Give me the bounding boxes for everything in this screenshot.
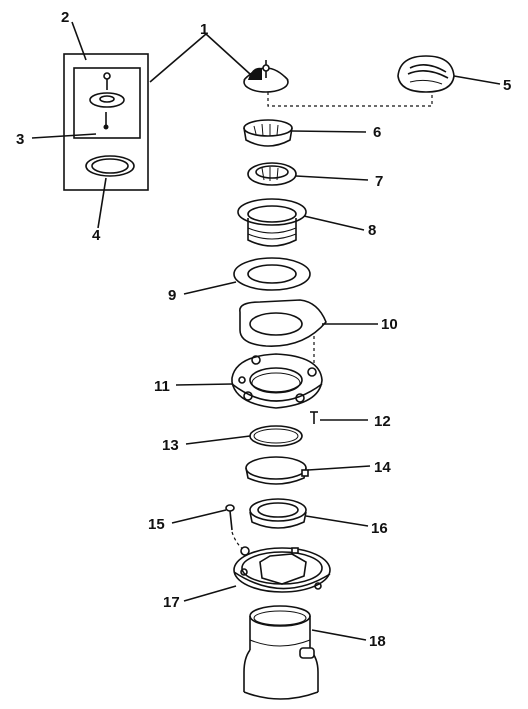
callout-11: 11 (154, 378, 170, 395)
part-9-gasket (233, 257, 311, 291)
callout-17: 17 (163, 594, 180, 611)
callout-2: 2 (61, 9, 69, 26)
callout-9: 9 (168, 287, 176, 304)
callout-13: 13 (162, 437, 179, 454)
part-16-gasket (249, 498, 307, 529)
callout-18: 18 (369, 633, 386, 650)
part-14-clamp-ring (245, 456, 309, 485)
callout-8: 8 (368, 222, 376, 239)
part-10-backup-ring (239, 299, 327, 366)
callout-3: 3 (16, 131, 24, 148)
part-17-lower-ring (233, 546, 331, 593)
part-1-stopper (243, 60, 289, 93)
callout-1: 1 (200, 21, 208, 38)
callout-10: 10 (381, 316, 398, 333)
callout-6: 6 (373, 124, 381, 141)
callout-7: 7 (375, 173, 383, 190)
kit-box (63, 53, 149, 191)
callout-5: 5 (503, 77, 511, 94)
callout-4: 4 (92, 227, 101, 244)
part-12-screw (310, 411, 318, 424)
callout-16: 16 (371, 520, 388, 537)
part-5-cap (397, 55, 455, 93)
part-13-snap-ring (249, 425, 303, 447)
part-18-disposer-body (243, 605, 319, 700)
callout-12: 12 (374, 413, 391, 430)
leader-lines (31, 21, 501, 641)
callout-14: 14 (374, 459, 391, 476)
dashed-link (267, 92, 433, 107)
part-6-baffle (243, 119, 293, 147)
part-8-sink-flange (237, 198, 307, 247)
part-7-splash-guard (247, 162, 297, 186)
part-15-bolt (225, 504, 245, 551)
callout-15: 15 (148, 516, 165, 533)
part-11-mounting-ring (231, 353, 323, 409)
